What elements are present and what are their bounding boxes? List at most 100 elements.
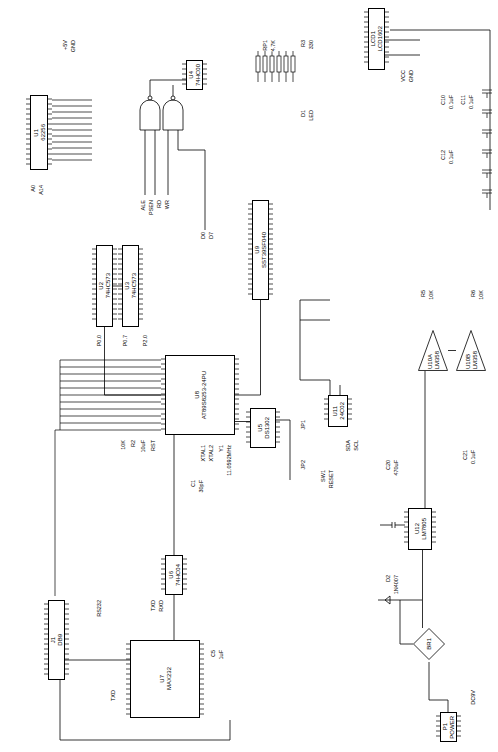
part-number: SST39SF040 [261, 232, 267, 268]
ic-chip: U12LM7805 [408, 508, 432, 550]
resistor-symbol [270, 56, 274, 72]
port-line [60, 430, 161, 431]
component-label: R5 [420, 290, 427, 297]
vcc-rail [390, 30, 490, 210]
bus-line [52, 118, 92, 119]
pin-stub [235, 424, 239, 425]
part-number: LM358 [434, 351, 440, 369]
pin-stub [457, 716, 461, 717]
pin-stub [432, 542, 436, 543]
pin-stub [235, 404, 239, 405]
bus-line [55, 430, 56, 596]
pin-stub [385, 27, 389, 28]
component-label: GND [408, 70, 415, 82]
bus-line [52, 112, 92, 113]
bus-line [52, 160, 92, 161]
pin-stub [203, 84, 207, 85]
wire-connector [235, 421, 250, 422]
pin-stub [200, 669, 204, 670]
pin-stub [113, 314, 117, 315]
wire-connector [174, 595, 175, 640]
pin-stub [48, 164, 52, 165]
opamp-symbol: U10BLM358 [456, 330, 486, 371]
pin-stub [269, 239, 273, 240]
gate-bubble [148, 96, 152, 100]
bus-line [52, 142, 92, 143]
component-label: 470uF [393, 460, 400, 476]
component-label: 330 [308, 40, 315, 49]
pin-stub [65, 604, 69, 605]
pin-stub [269, 214, 273, 215]
ic-chip: U674HC04 [165, 555, 183, 595]
part-number: DB9 [57, 634, 63, 646]
shape-outline [419, 331, 448, 371]
pin-stub [113, 299, 117, 300]
part-number: 74HC573 [105, 273, 111, 298]
pin-stub [139, 299, 143, 300]
pin-stub [235, 409, 239, 410]
pin-stub [200, 689, 204, 690]
pin-stub [269, 294, 273, 295]
pin-stub [235, 389, 239, 390]
component-label: TXD [150, 600, 157, 611]
component-label: SW1 [320, 470, 327, 482]
ic-chip: U9SST39SF040 [252, 200, 269, 300]
component-label: +5V [62, 40, 69, 50]
pin-stub [113, 264, 117, 265]
bus-line [52, 130, 92, 131]
resistor-lead [286, 51, 287, 56]
ref-designator: P1 [442, 723, 448, 730]
component-label: ALE [140, 200, 147, 210]
pin-stub [276, 412, 280, 413]
pin-stub [65, 654, 69, 655]
ref-designator: LCD1 [370, 31, 376, 46]
pin-stub [269, 224, 273, 225]
pin-stub [139, 249, 143, 250]
pin-stub [235, 374, 239, 375]
pin-stub [235, 429, 239, 430]
pin-stub [113, 294, 117, 295]
pin-stub [385, 57, 389, 58]
ic-chip: U162256 [30, 95, 48, 170]
ref-designator: J1 [50, 637, 56, 643]
pin-stub [113, 274, 117, 275]
component-label: 10uF [140, 440, 147, 453]
port-line [60, 381, 161, 382]
shape-outline [456, 330, 486, 371]
pin-stub [113, 259, 117, 260]
component-label: GND [70, 40, 77, 52]
pin-stub [113, 289, 117, 290]
resistor-symbol [263, 56, 267, 72]
ic-chip: U1124C02 [328, 395, 348, 427]
pin-stub [113, 279, 117, 280]
pin-stub [139, 254, 143, 255]
ref-designator: U12 [414, 523, 420, 534]
component-label: R3 [300, 40, 307, 47]
pin-stub [235, 399, 239, 400]
component-label: R2 [130, 440, 137, 447]
capacitor-plate [482, 90, 492, 91]
pin-stub [183, 569, 187, 570]
part-number: DS1302 [264, 417, 270, 439]
resistor-lead [279, 51, 280, 56]
pin-stub [203, 74, 207, 75]
bus-line [52, 100, 92, 101]
resistor-lead [258, 72, 259, 82]
pin-stub [385, 62, 389, 63]
pin-stub [65, 624, 69, 625]
pin-stub [269, 249, 273, 250]
pin-stub [276, 417, 280, 418]
pin-stub [139, 314, 143, 315]
component-label: TXD [110, 690, 117, 701]
pin-stub [139, 294, 143, 295]
component-label: C1 [190, 480, 197, 487]
pin-stub [200, 699, 204, 700]
pin-stub [457, 721, 461, 722]
pin-stub [269, 229, 273, 230]
ic-chip: U8AT89S8253-24PU [165, 355, 235, 435]
pin-stub [65, 634, 69, 635]
component-label: C10 [440, 95, 447, 105]
wire-connector [448, 350, 456, 351]
gate-wire [150, 80, 186, 96]
pin-stub [200, 704, 204, 705]
